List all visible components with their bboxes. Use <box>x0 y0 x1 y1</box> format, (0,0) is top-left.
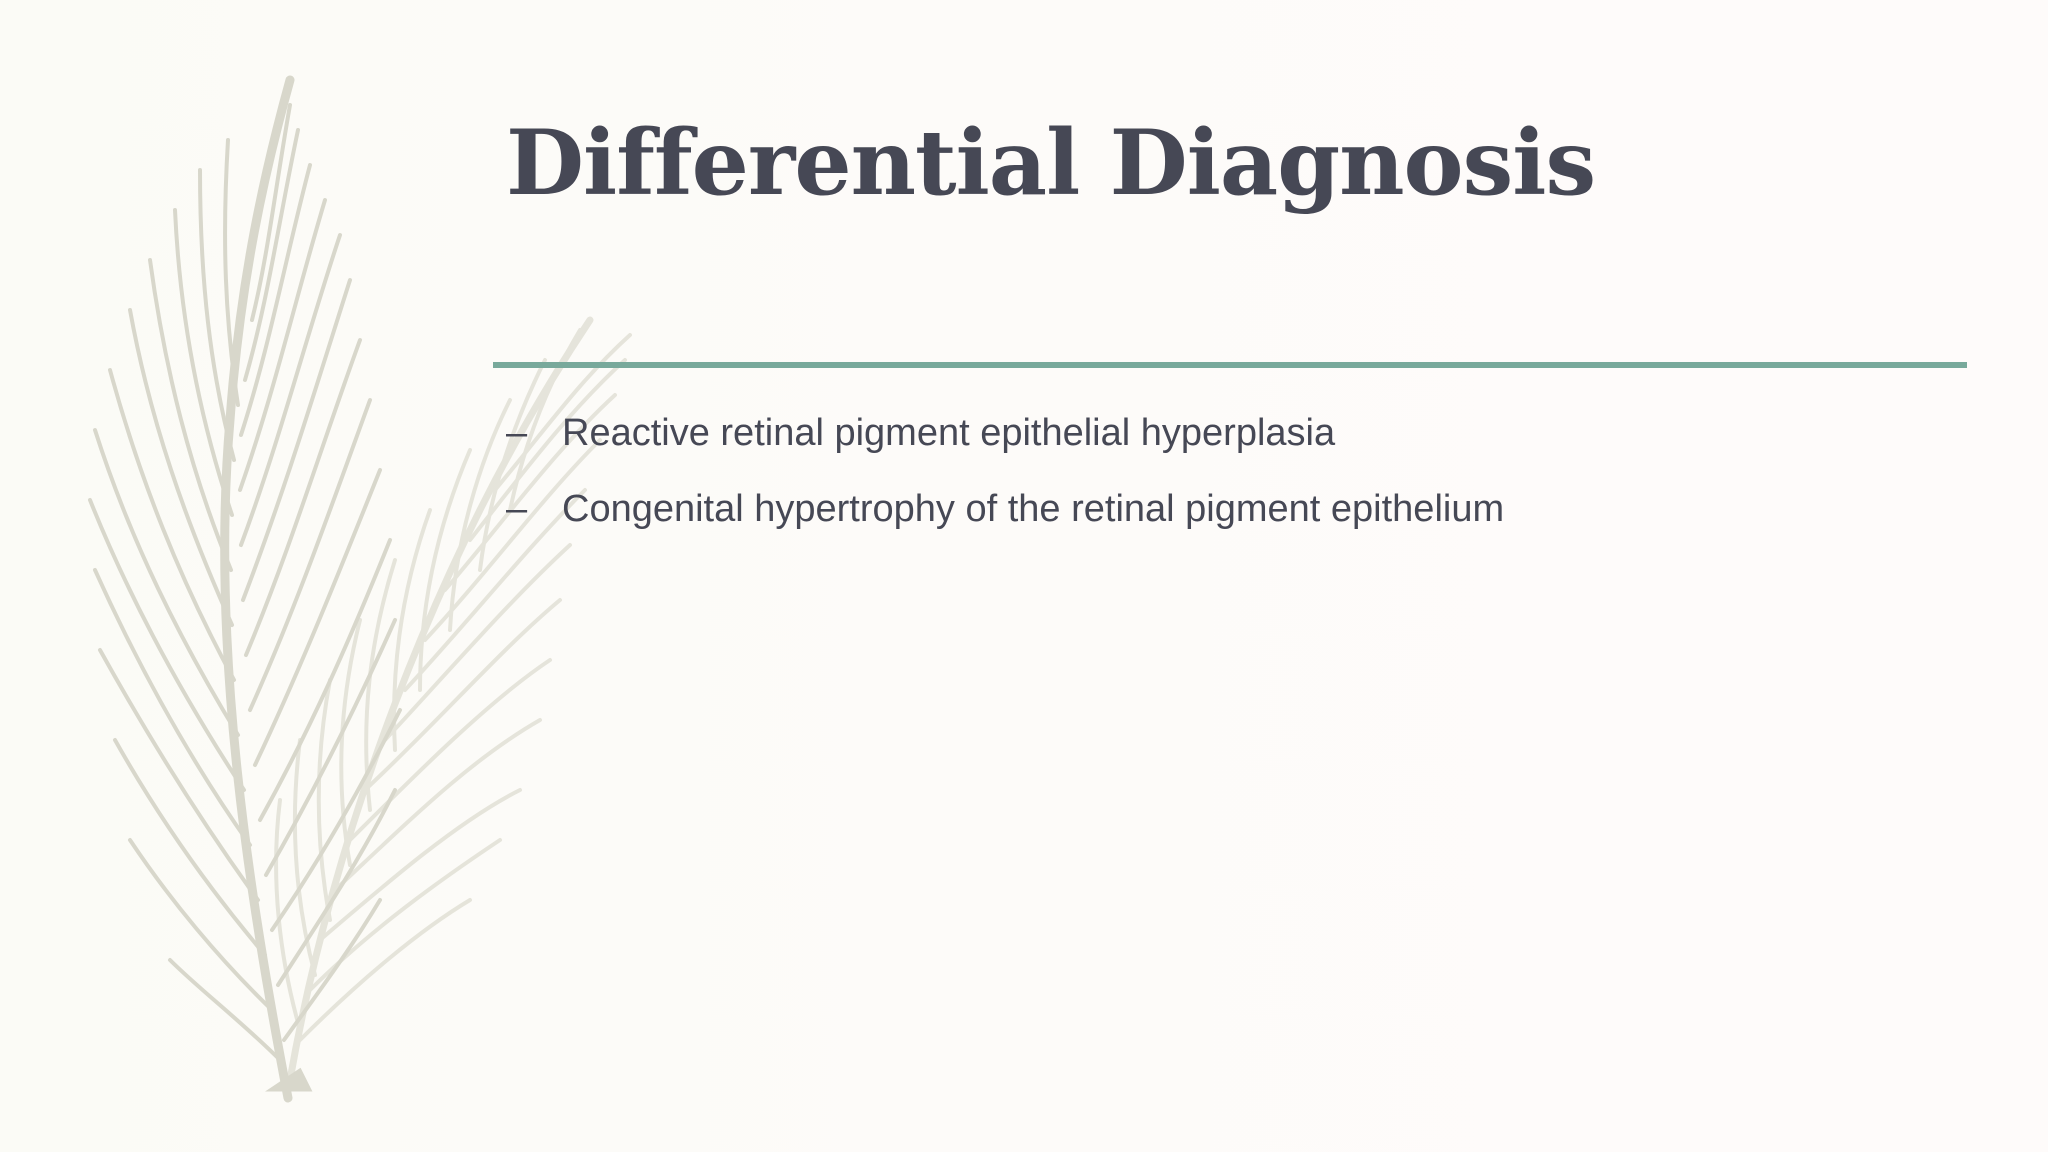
bullet-marker: – <box>506 412 528 454</box>
feather-illustration <box>88 75 632 1103</box>
title-divider <box>493 362 1967 368</box>
bullet-marker: – <box>506 488 528 530</box>
list-item: – Reactive retinal pigment epithelial hy… <box>506 412 1504 488</box>
bullet-text: Congenital hypertrophy of the retinal pi… <box>562 488 1505 530</box>
list-item: – Congenital hypertrophy of the retinal … <box>506 488 1504 564</box>
feather-front <box>88 75 402 1103</box>
bullet-text: Reactive retinal pigment epithelial hype… <box>562 412 1336 454</box>
bullet-list: – Reactive retinal pigment epithelial hy… <box>506 412 1504 564</box>
slide-title: Differential Diagnosis <box>506 110 1596 216</box>
